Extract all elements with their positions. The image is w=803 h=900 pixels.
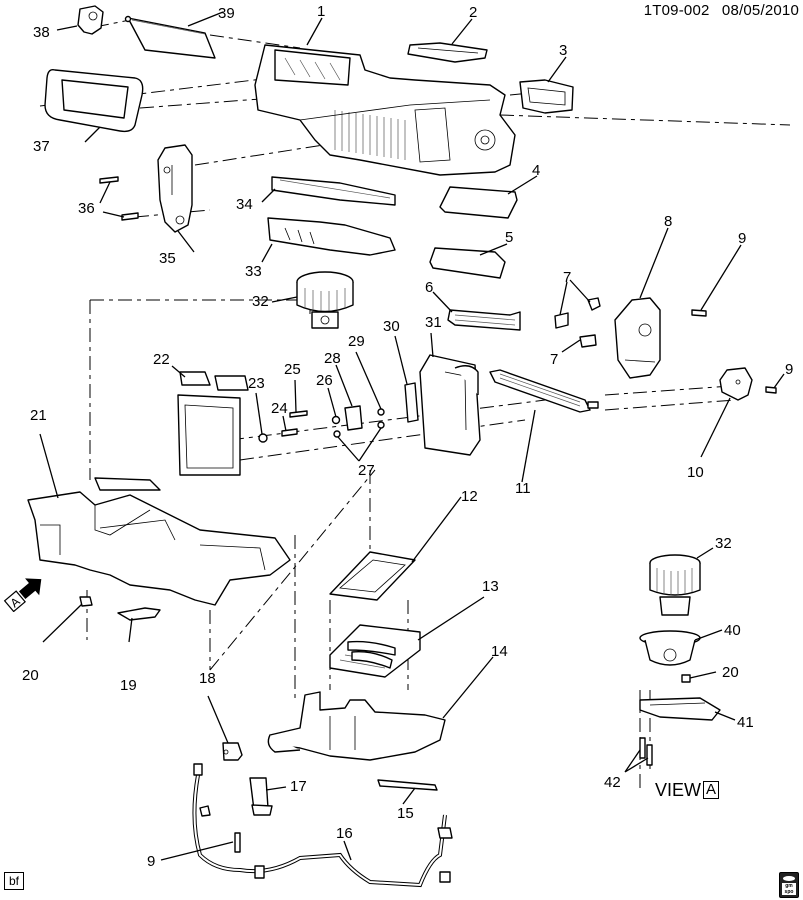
diagram-id: 1T09-002 — [643, 2, 710, 19]
part-30-seal — [404, 382, 419, 423]
callout-21: 21 — [30, 407, 47, 424]
callout-20-inset: 20 — [722, 664, 739, 681]
callout-26: 26 — [316, 372, 333, 389]
callout-38: 38 — [33, 24, 50, 41]
callout-33: 33 — [245, 263, 262, 280]
callout-4: 4 — [532, 162, 540, 179]
callout-1: 1 — [317, 3, 325, 20]
callout-9-lower: 9 — [147, 853, 155, 870]
part-39-filter — [124, 15, 216, 59]
callout-2: 2 — [469, 4, 477, 21]
callout-30: 30 — [383, 318, 400, 335]
diagram-header: 1T09-002 08/05/2010 — [636, 2, 799, 19]
gm-spo-logo: gm spo — [779, 872, 799, 898]
callout-15: 15 — [397, 805, 414, 822]
parts-23-29-hardware — [258, 405, 385, 443]
callout-3: 3 — [559, 42, 567, 59]
view-a-arrow: A — [2, 572, 50, 617]
callout-labels: 1 2 3 4 5 6 7 7 8 9 9 9 10 11 12 13 14 1… — [22, 3, 793, 870]
callout-41: 41 — [737, 714, 754, 731]
callout-9-upper: 9 — [738, 230, 746, 247]
part-15-seal — [377, 779, 438, 791]
part-4-door — [439, 186, 518, 219]
diagram-date: 08/05/2010 — [721, 2, 799, 19]
part-21-lower-case — [27, 477, 291, 606]
part-16-wiring-harness — [192, 763, 453, 888]
view-caption-ref: A — [703, 781, 720, 799]
callout-14: 14 — [491, 643, 508, 660]
callout-18: 18 — [199, 670, 216, 687]
part-12-seal-frame — [329, 551, 416, 601]
part-20-nut — [79, 596, 691, 683]
callout-36: 36 — [78, 200, 95, 217]
callout-39: 39 — [218, 5, 235, 22]
callout-25: 25 — [284, 361, 301, 378]
callout-37: 37 — [33, 138, 50, 155]
view-a-inset — [639, 554, 721, 766]
part-22-bracket — [177, 371, 249, 476]
part-19-seal — [117, 607, 161, 621]
logo-text: gm spo — [782, 883, 796, 895]
view-caption-text: VIEW — [655, 780, 702, 800]
callout-40: 40 — [724, 622, 741, 639]
part-34-cabin-filter — [271, 176, 396, 206]
callout-17: 17 — [290, 778, 307, 795]
part-6-door — [447, 309, 521, 331]
part-18-plug — [222, 742, 243, 761]
part-10-actuator — [719, 367, 753, 401]
callout-32-main: 32 — [252, 293, 269, 310]
callout-5: 5 — [505, 229, 513, 246]
part-31-evaporator — [419, 354, 481, 456]
callout-8: 8 — [664, 213, 672, 230]
callout-28: 28 — [324, 350, 341, 367]
callout-13: 13 — [482, 578, 499, 595]
part-11-door — [489, 369, 599, 413]
callout-35: 35 — [159, 250, 176, 267]
callout-23: 23 — [248, 375, 265, 392]
part-13-heater-core — [329, 624, 421, 678]
leader-lines — [39, 11, 785, 861]
callout-11: 11 — [515, 480, 531, 497]
callout-16: 16 — [336, 825, 353, 842]
callout-42: 42 — [604, 774, 621, 791]
logo-oval-icon — [783, 876, 795, 881]
callout-31: 31 — [425, 314, 442, 331]
callout-7-lower: 7 — [550, 351, 558, 368]
callout-19: 19 — [120, 677, 137, 694]
part-2-seal — [407, 42, 488, 63]
callout-22: 22 — [153, 351, 170, 368]
callout-34: 34 — [236, 196, 253, 213]
callout-7-upper: 7 — [563, 269, 571, 286]
part-14-lower-housing — [267, 691, 446, 761]
callout-10: 10 — [687, 464, 704, 481]
corner-tag: bf — [4, 872, 25, 890]
part-35-bracket — [157, 144, 193, 233]
part-9-screws — [234, 309, 777, 853]
callout-29: 29 — [348, 333, 365, 350]
part-36-bolts — [99, 176, 139, 221]
callout-6: 6 — [425, 279, 433, 296]
callout-20-main: 20 — [22, 667, 39, 684]
arrow-icon: A — [3, 578, 42, 613]
part-3-seal — [519, 79, 574, 114]
callout-27: 27 — [358, 462, 375, 479]
callout-12: 12 — [461, 488, 478, 505]
part-38-actuator — [77, 5, 104, 35]
part-7-links — [554, 297, 601, 348]
part-17-resistor — [249, 777, 273, 816]
callout-9-right: 9 — [785, 361, 793, 378]
part-33-duct — [267, 217, 396, 256]
part-8-actuator — [614, 297, 661, 379]
callout-32-inset: 32 — [715, 535, 732, 552]
part-32-blower-motor — [296, 271, 354, 329]
callout-24: 24 — [271, 400, 288, 417]
part-5-door — [429, 247, 506, 279]
part-37-seal — [44, 68, 144, 133]
part-1-hvac-case — [254, 44, 516, 176]
